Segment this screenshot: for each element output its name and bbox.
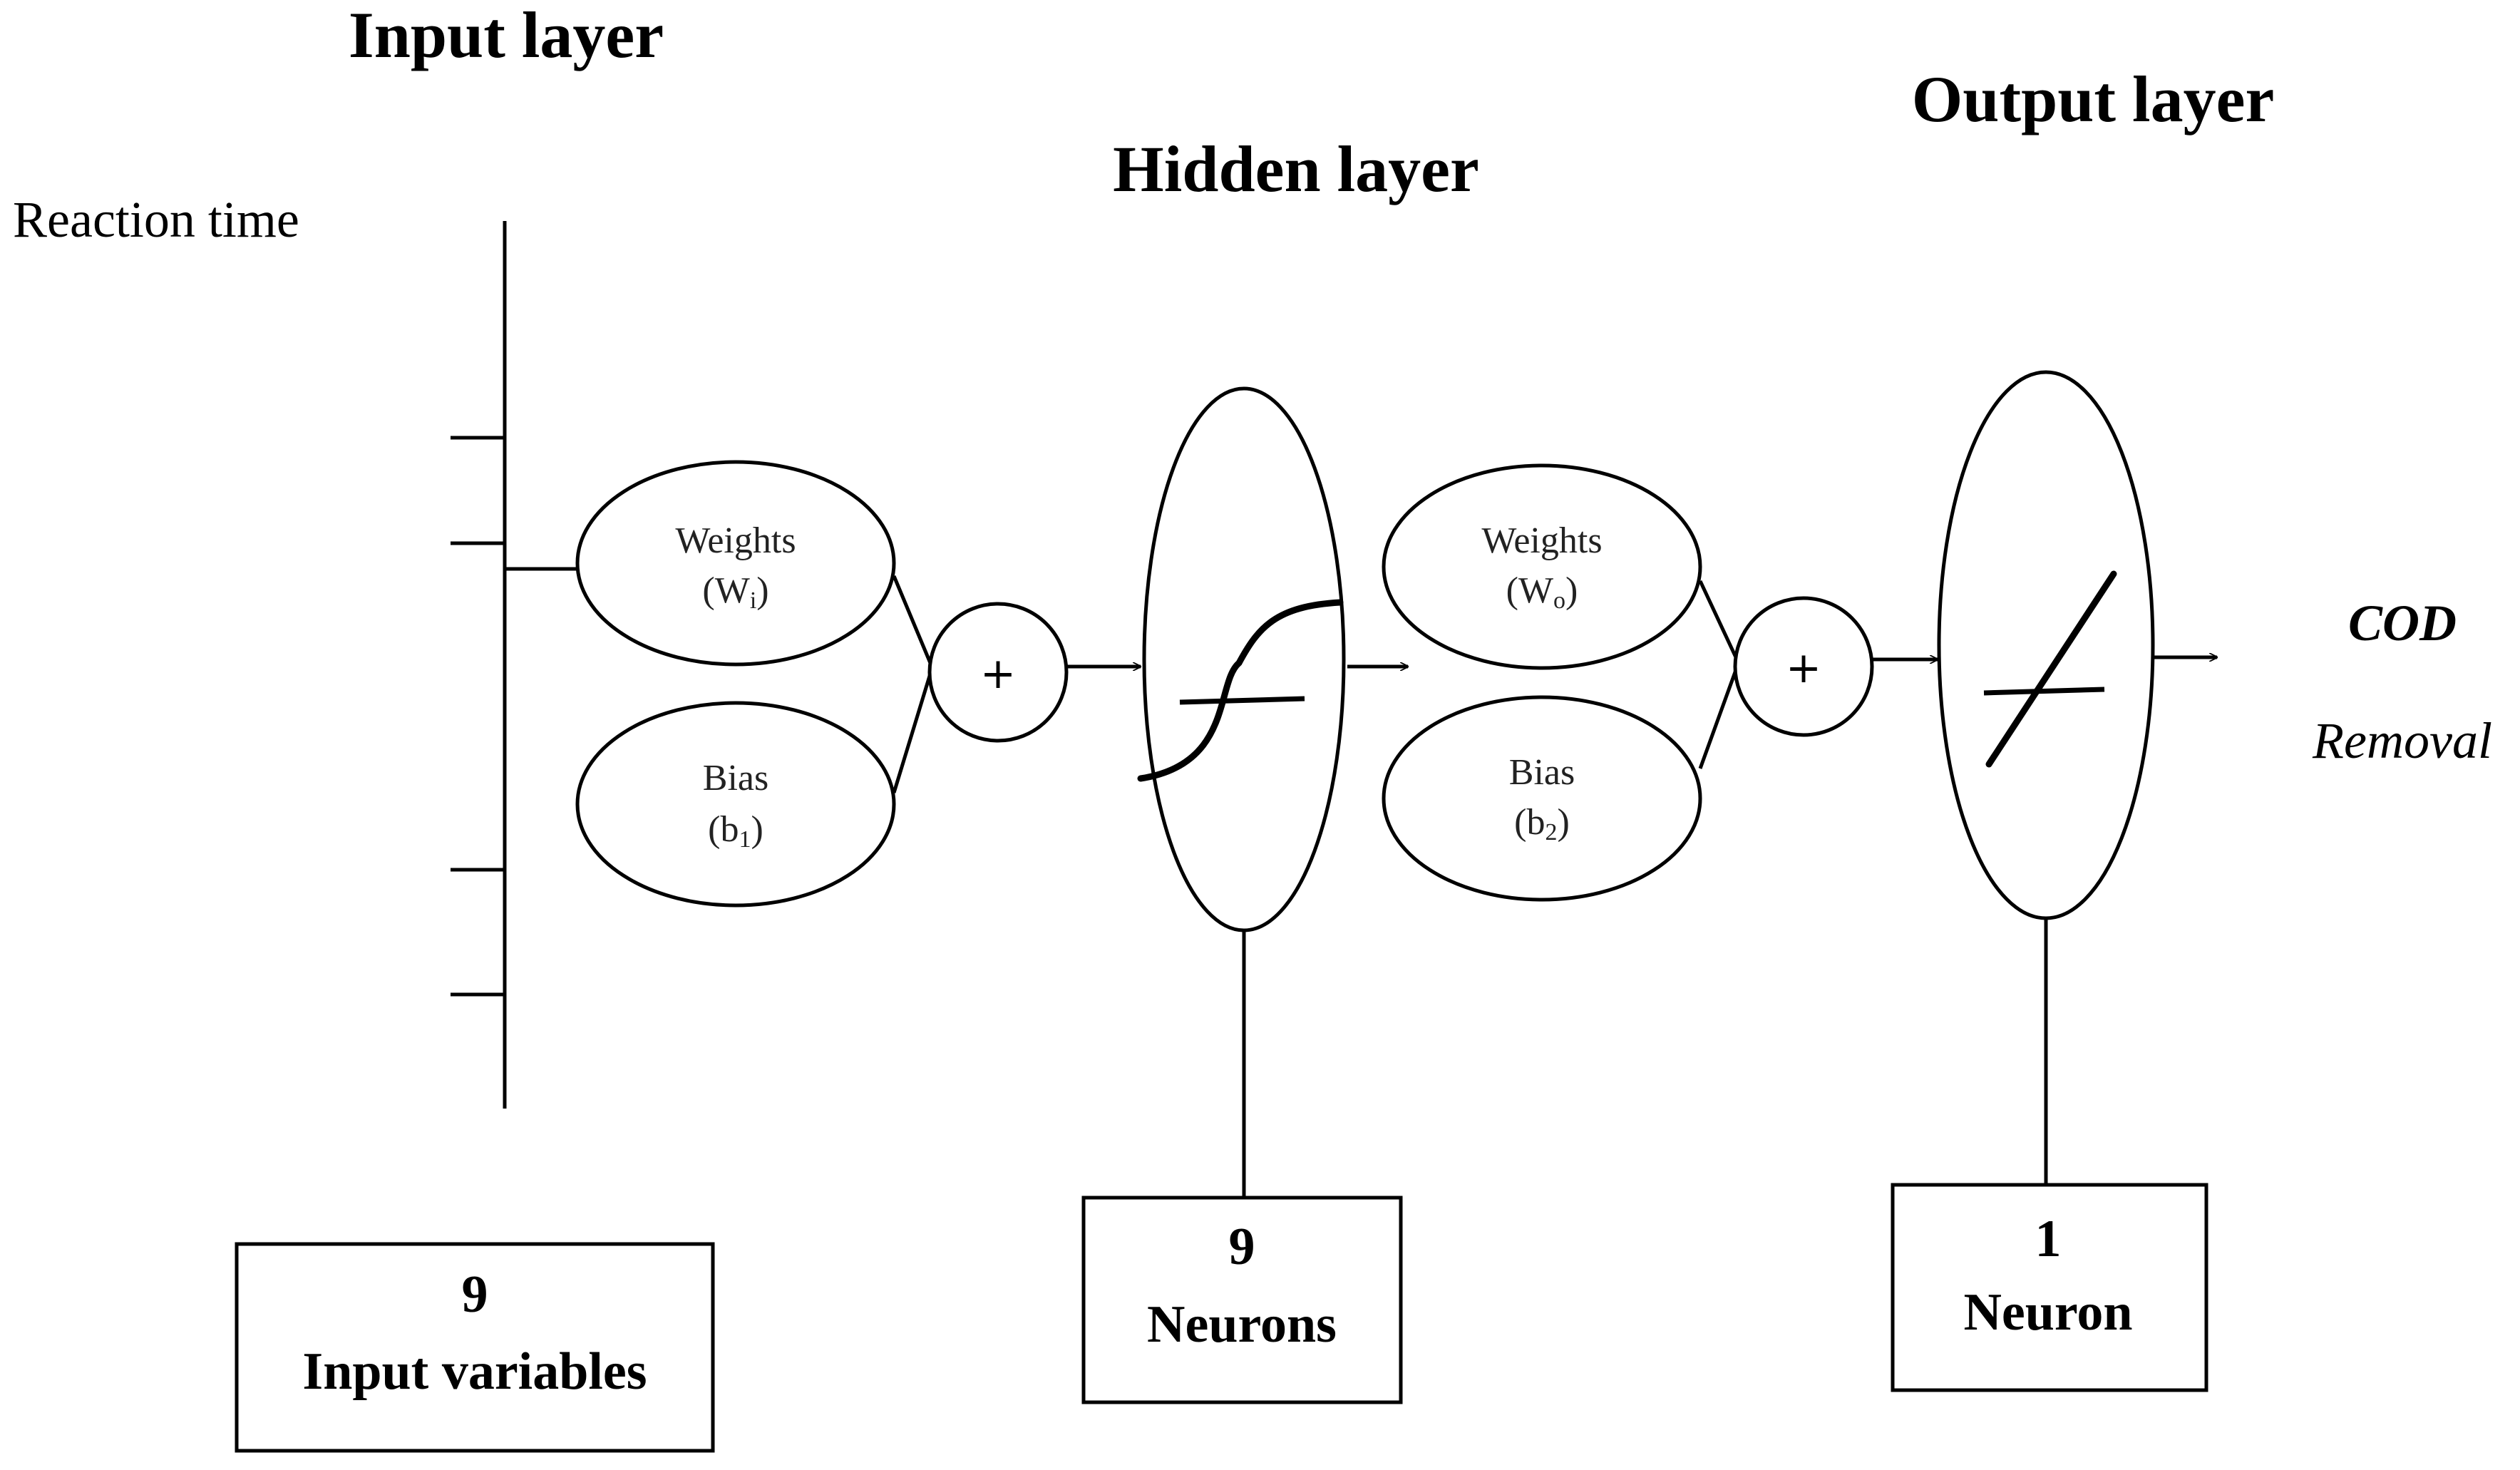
output-name: COD — [2348, 595, 2457, 652]
input-count-box: 9 Input variables — [235, 1242, 715, 1453]
output-neuron-node — [1937, 370, 2155, 920]
hidden-neuron-node — [1137, 386, 1346, 932]
svg-text:(Wi): (Wi) — [702, 570, 768, 614]
output-connectors — [1698, 580, 1738, 769]
reaction-time-label: Reaction time — [13, 191, 299, 248]
svg-text:Bias: Bias — [703, 758, 768, 798]
svg-text:Weights: Weights — [675, 520, 796, 561]
svg-text:(Wo): (Wo) — [1506, 570, 1578, 614]
svg-text:Neurons: Neurons — [1147, 1295, 1337, 1354]
hidden-connectors — [892, 575, 932, 793]
input-bus — [451, 221, 577, 1109]
svg-text:9: 9 — [1229, 1218, 1255, 1276]
output-layer-heading: Output layer — [1912, 63, 2275, 135]
svg-text:Weights: Weights — [1481, 520, 1602, 561]
output-summation-node: + — [1733, 596, 1874, 737]
output-weights-node: Weights (Wo) — [1382, 463, 1702, 670]
hidden-weights-node: Weights (Wi) — [575, 460, 896, 667]
svg-text:Bias: Bias — [1509, 752, 1575, 793]
output-count-box: 1 Neuron — [1891, 1183, 2208, 1392]
hidden-layer-heading: Hidden layer — [1113, 133, 1479, 205]
output-name-line2: Removal — [2312, 712, 2492, 769]
hidden-count-box: 9 Neurons — [1081, 1196, 1403, 1404]
svg-text:Input variables: Input variables — [302, 1342, 647, 1401]
svg-text:+: + — [1786, 643, 1821, 693]
svg-text:9: 9 — [462, 1265, 488, 1324]
svg-text:+: + — [980, 649, 1016, 699]
svg-text:(b1): (b1) — [708, 809, 763, 853]
hidden-summation-node: + — [927, 602, 1069, 743]
svg-text:(b2): (b2) — [1514, 802, 1570, 845]
output-bias-node: Bias (b2) — [1382, 695, 1702, 902]
svg-text:Neuron: Neuron — [1963, 1283, 2132, 1342]
svg-text:1: 1 — [2035, 1210, 2062, 1268]
hidden-bias-node: Bias (b1) — [575, 701, 896, 908]
input-layer-heading: Input layer — [349, 0, 664, 71]
